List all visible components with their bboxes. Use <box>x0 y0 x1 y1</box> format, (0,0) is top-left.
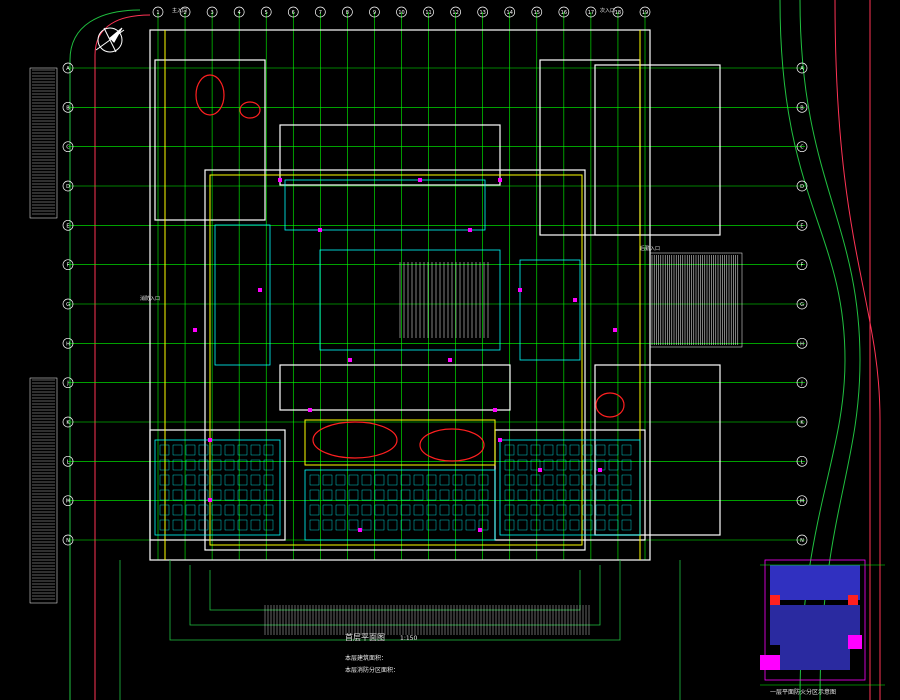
axis-row-label: L <box>67 459 70 465</box>
entrance-label-4: 后勤入口 <box>640 245 660 252</box>
axis-col-label: 3 <box>211 10 214 16</box>
axis-row-label: B <box>66 105 70 111</box>
axis-col-label: 8 <box>346 10 349 16</box>
axis-row-label: G <box>800 302 804 308</box>
plaza-steps <box>119 560 681 700</box>
drawing-title: 首层平面图 <box>345 632 385 642</box>
key-plan <box>760 559 885 686</box>
axis-row-label: C <box>66 145 70 151</box>
axis-col-label: 17 <box>588 10 594 16</box>
structure-yellow <box>164 30 641 560</box>
axis-col-label: 4 <box>238 10 241 16</box>
axis-col-label: 15 <box>534 10 540 16</box>
axis-row-label: A <box>66 66 70 72</box>
axis-col-label: 14 <box>507 10 513 16</box>
seating <box>159 262 632 531</box>
axis-row-label: C <box>800 145 804 151</box>
axis-row-label: N <box>66 538 70 544</box>
axis-col-label: 9 <box>373 10 376 16</box>
axis-row-label: M <box>66 499 70 505</box>
keyplan-caption: 一层平面防火分区示意图 <box>770 688 836 696</box>
axis-row-label: J <box>800 381 802 387</box>
markers <box>193 178 617 532</box>
axis-row-label: M <box>800 499 804 505</box>
axis-row-label: K <box>800 420 804 426</box>
axis-row-label: F <box>67 263 70 269</box>
entrance-label-3: 消防入口 <box>140 295 160 302</box>
stair-right <box>649 252 743 348</box>
axis-row-label: B <box>800 105 804 111</box>
axis-col-label: 6 <box>292 10 295 16</box>
axis-row-label: F <box>801 263 804 269</box>
plaza-stripes <box>264 605 590 635</box>
entrance-label-2: 次入口 <box>600 7 615 14</box>
axis-col-label: 11 <box>425 10 431 16</box>
drawing-scale: 1:150 <box>400 635 417 642</box>
axis-col-label: 2 <box>183 10 186 16</box>
site-boundary <box>94 0 881 700</box>
note-line-1: 本层建筑面积： <box>345 654 387 662</box>
axis-row-label: A <box>800 66 804 72</box>
axis-col-label: 13 <box>479 10 485 16</box>
axis-col-label: 10 <box>398 10 404 16</box>
axis-grid <box>68 12 805 560</box>
axis-col-label: 12 <box>452 10 458 16</box>
entrance-label-1: 主入口 <box>172 7 187 14</box>
axis-row-label: L <box>801 459 804 465</box>
axis-col-label: 19 <box>642 10 648 16</box>
walls-cyan <box>154 179 641 541</box>
building-outline <box>149 29 721 561</box>
note-line-2: 本层消防分区面积： <box>345 666 399 674</box>
axis-col-label: 5 <box>265 10 268 16</box>
axis-row-label: K <box>66 420 70 426</box>
axis-col-label: 16 <box>561 10 567 16</box>
axis-row-label: H <box>800 341 804 347</box>
axis-row-label: E <box>66 223 69 229</box>
axis-row-label: E <box>800 223 803 229</box>
axis-col-label: 7 <box>319 10 322 16</box>
axis-row-label: D <box>800 184 804 190</box>
axis-col-label: 1 <box>156 10 159 16</box>
fire-zones <box>195 74 625 462</box>
parking-left <box>29 67 58 604</box>
axis-row-label: N <box>800 538 804 544</box>
axis-row-label: J <box>66 381 68 387</box>
axis-row-label: D <box>66 184 70 190</box>
axis-row-label: H <box>66 341 70 347</box>
axis-col-label: 18 <box>615 10 621 16</box>
road-lines <box>69 0 861 700</box>
axis-row-label: G <box>66 302 70 308</box>
north-arrow-icon <box>95 27 125 53</box>
